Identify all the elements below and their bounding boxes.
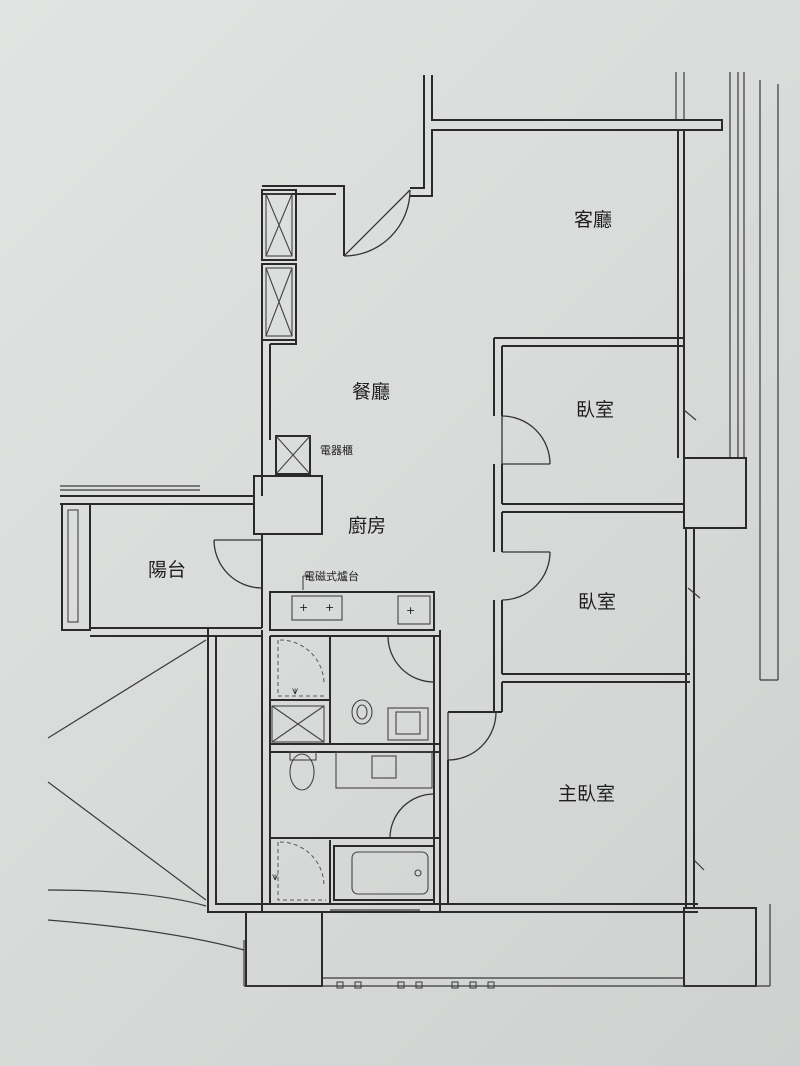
- label-dining-room: 餐廳: [352, 381, 390, 403]
- room-labels: 客廳 餐廳 臥室 廚房 陽台 臥室 主臥室 電器櫃 電磁式爐台: [148, 209, 616, 805]
- svg-text:⩛: ⩛: [272, 870, 278, 883]
- label-balcony: 陽台: [148, 559, 186, 581]
- facade-lines: [675, 72, 779, 681]
- label-bedroom-2: 臥室: [578, 591, 616, 613]
- dining-left-wall: [261, 340, 297, 496]
- label-kitchen: 廚房: [348, 514, 386, 537]
- bedroom-partitions: [447, 337, 690, 904]
- svg-text:⩛: ⩛: [292, 684, 298, 697]
- appliance-cabinet: [275, 435, 311, 475]
- right-wall: [677, 130, 747, 908]
- label-master-bedroom: 主臥室: [558, 783, 615, 805]
- svg-text:+: +: [325, 601, 334, 614]
- utility-shafts: [261, 189, 297, 341]
- label-bedroom-1: 臥室: [576, 399, 614, 421]
- label-appliance-cabinet: 電器櫃: [320, 443, 353, 457]
- kitchen-counter: + + +: [269, 575, 435, 631]
- bathroom-block: ⩛ ⩛: [261, 630, 441, 912]
- bottom-markers: [336, 981, 495, 989]
- balcony-walls: [60, 485, 263, 637]
- kitchen-column: [253, 475, 323, 535]
- balcony-door: [213, 539, 263, 589]
- label-living-room: 客廳: [574, 209, 612, 231]
- bedroom-doors: [447, 415, 551, 761]
- label-induction-cooktop: 電磁式爐台: [304, 569, 359, 583]
- entrance-door: [343, 189, 411, 257]
- svg-text:+: +: [406, 604, 415, 617]
- bottom-walls: [243, 903, 771, 987]
- top-walls: [262, 75, 723, 256]
- lower-left-structure: [47, 628, 262, 951]
- svg-text:+: +: [299, 601, 308, 614]
